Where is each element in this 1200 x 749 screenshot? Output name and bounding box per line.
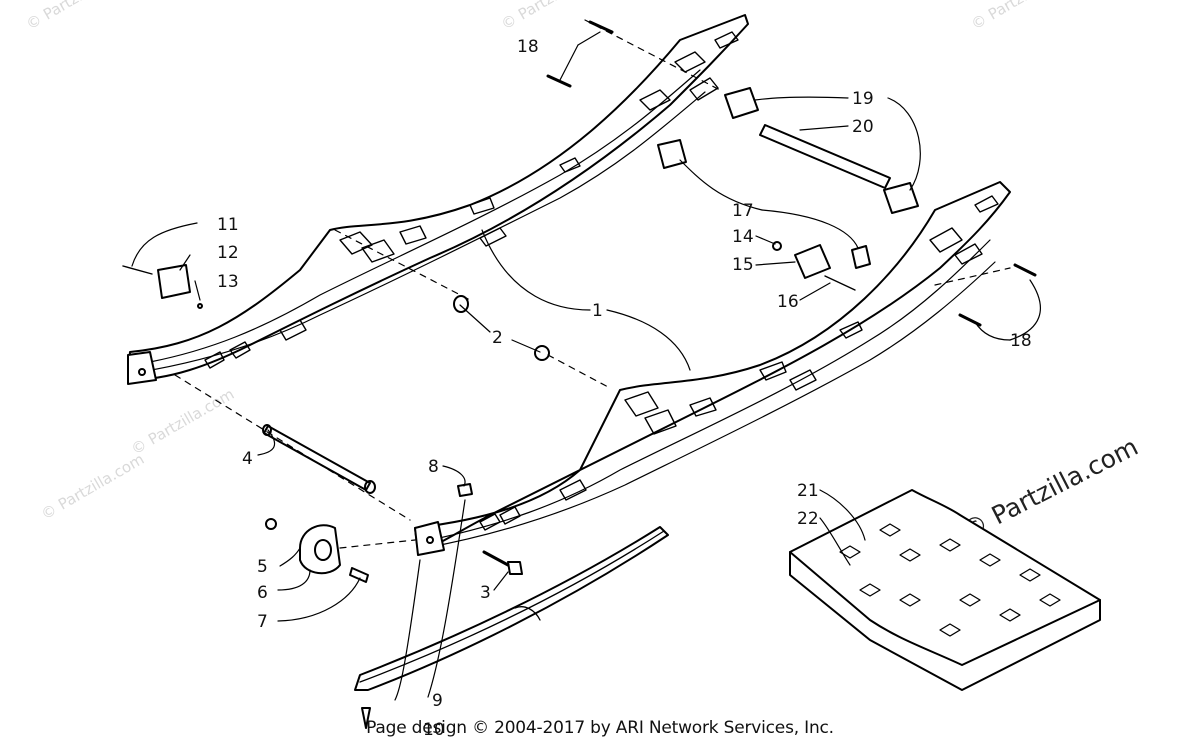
callout-18-top: 18 bbox=[517, 37, 539, 57]
left-slide-rail bbox=[127, 14, 749, 385]
callout-10: 10 bbox=[423, 720, 445, 740]
shaft-20 bbox=[759, 124, 891, 189]
callout-13: 13 bbox=[217, 272, 239, 292]
callout-2: 2 bbox=[492, 328, 503, 348]
nut-8 bbox=[457, 483, 473, 497]
callout-11: 11 bbox=[217, 215, 239, 235]
callout-1: 1 bbox=[592, 301, 603, 321]
callout-19: 19 bbox=[852, 89, 874, 109]
right-slide-rail bbox=[414, 181, 1011, 556]
spacer-17b bbox=[851, 245, 871, 269]
block-14-16 bbox=[772, 241, 856, 291]
callout-8: 8 bbox=[428, 457, 439, 477]
callout-16: 16 bbox=[777, 292, 799, 312]
block-19b bbox=[883, 182, 919, 214]
bolt-3 bbox=[482, 550, 523, 575]
wear-strip bbox=[354, 526, 669, 691]
callout-4: 4 bbox=[242, 449, 253, 469]
screw-10 bbox=[361, 707, 371, 729]
copyright-footer: Page design © 2004-2017 by ARI Network S… bbox=[366, 718, 834, 738]
callout-18-right: 18 bbox=[1010, 331, 1032, 351]
callout-21: 21 bbox=[797, 481, 819, 501]
callout-6: 6 bbox=[257, 583, 268, 603]
callout-20: 20 bbox=[852, 117, 874, 137]
block-11-13 bbox=[122, 264, 203, 309]
callout-7: 7 bbox=[257, 612, 268, 632]
watermark-top-right: © Partzilla.com bbox=[968, 0, 1077, 33]
watermark-mid-left-2: © Partzilla.com bbox=[128, 385, 237, 458]
callout-22: 22 bbox=[797, 509, 819, 529]
axle-shaft bbox=[262, 424, 376, 494]
watermark-top-center: © Partzilla.com bbox=[498, 0, 607, 33]
watermark-top-left: © Partzilla.com bbox=[23, 0, 132, 33]
watermark-partzilla: © Partzilla.com bbox=[958, 432, 1143, 545]
spacer-17a bbox=[657, 139, 687, 169]
bolts-18 bbox=[546, 20, 1037, 327]
callout-17: 17 bbox=[732, 201, 754, 221]
track-section bbox=[789, 489, 1101, 691]
callout-14: 14 bbox=[732, 227, 754, 247]
callout-3: 3 bbox=[480, 583, 491, 603]
callout-12: 12 bbox=[217, 243, 239, 263]
washer-lower bbox=[534, 345, 550, 361]
callout-15: 15 bbox=[732, 255, 754, 275]
callout-labels: 1 2 3 4 5 6 7 8 9 10 11 12 13 14 15 16 1… bbox=[217, 37, 1032, 740]
callout-9: 9 bbox=[432, 691, 443, 711]
watermark-mid-left: © Partzilla.com bbox=[38, 450, 147, 523]
leader-lines bbox=[131, 19, 1041, 701]
callout-5: 5 bbox=[257, 557, 268, 577]
block-19a bbox=[724, 87, 759, 119]
washer-upper bbox=[453, 295, 469, 313]
wheel-assembly bbox=[265, 518, 369, 583]
